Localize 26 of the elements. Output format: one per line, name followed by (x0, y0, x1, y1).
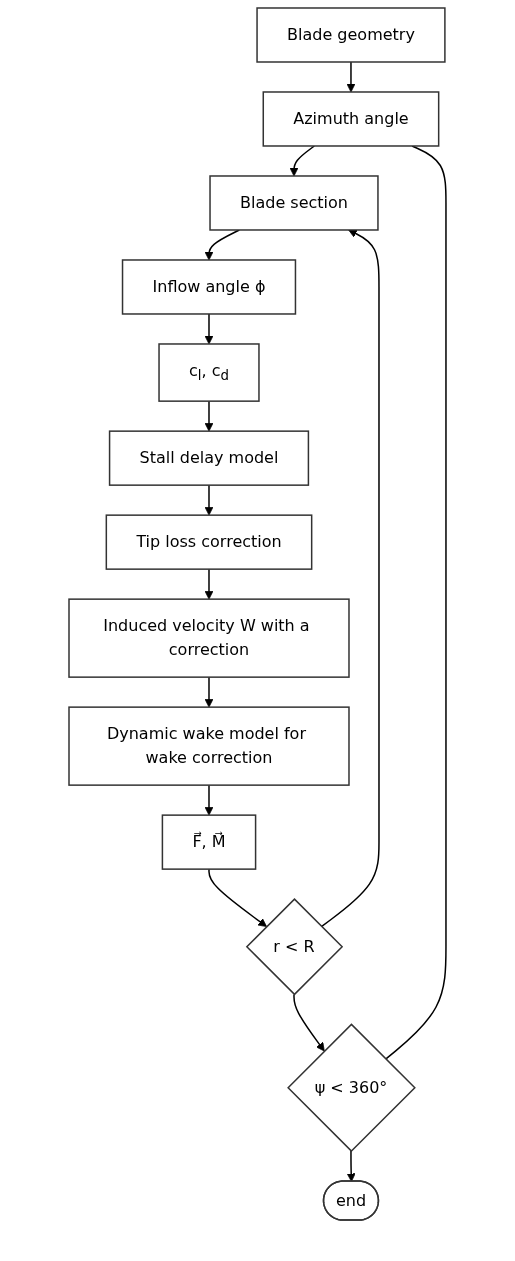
node-box: c$_{l}$, c$_{d}$ (158, 343, 260, 402)
node-box: Tip loss correction (105, 514, 313, 570)
node-box: Induced velocity W with a correction (68, 598, 350, 678)
arrow (204, 568, 214, 600)
node-box: Stall delay model (108, 430, 310, 486)
node-box: F⃗, M⃗ (161, 814, 257, 870)
node-box: Azimuth angle (262, 91, 440, 147)
node-diamond: r < R (245, 898, 344, 996)
arrow (204, 400, 214, 432)
node-box: Blade geometry (256, 7, 446, 63)
node-box: Inflow angle ϕ (121, 259, 297, 315)
arrow (346, 1150, 356, 1182)
arrow (320, 229, 380, 928)
arrow (204, 784, 214, 816)
arrow (204, 313, 214, 345)
node-diamond: ψ < 360° (287, 1023, 416, 1153)
node-box: Dynamic wake model for wake correction (68, 706, 350, 786)
arrow (204, 676, 214, 708)
arrow (346, 61, 356, 93)
arrow (204, 484, 214, 516)
arrow (204, 229, 241, 261)
arrow (208, 868, 267, 927)
connector (384, 145, 447, 1060)
node-box: Blade section (209, 175, 379, 231)
arrow (289, 145, 316, 177)
arrow (293, 993, 325, 1052)
